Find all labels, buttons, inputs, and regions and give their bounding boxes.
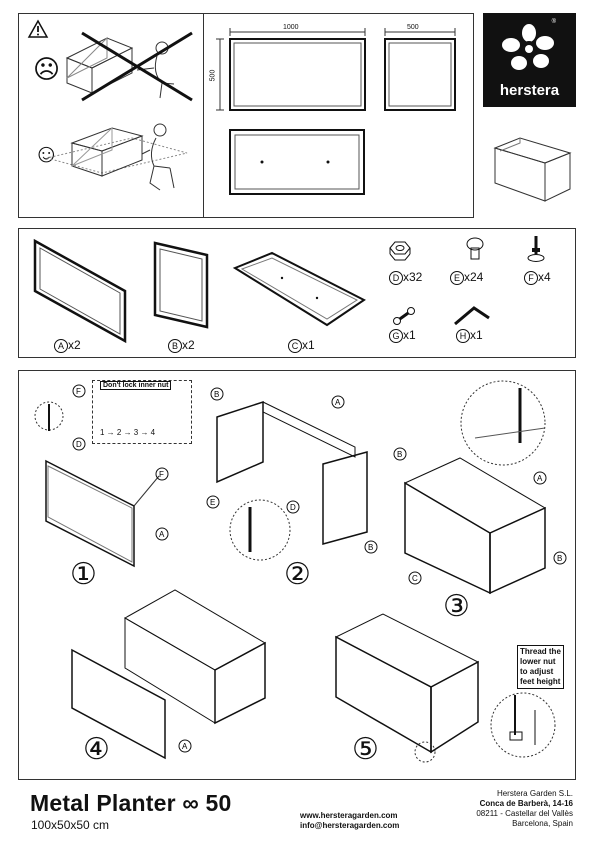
length-dimension: 1000	[283, 24, 299, 31]
happy-face-icon: ☺	[33, 138, 60, 168]
brand-name: herstera	[499, 82, 560, 99]
website-link[interactable]: www.hersteragarden.com	[300, 811, 398, 820]
steps-panel	[18, 370, 576, 780]
part-b-panel	[153, 241, 209, 329]
front-elevation-drawing	[216, 28, 366, 111]
thread-line-2: lower nut	[520, 657, 556, 666]
width-dimension: 500	[407, 24, 419, 31]
height-dimension: 500	[209, 69, 217, 82]
svg-text:B: B	[368, 543, 373, 552]
company-region: Barcelona, Spain	[512, 819, 573, 828]
parts-panel	[18, 228, 576, 358]
foot-height-note: Thread the lower nut to adjust feet heig…	[517, 645, 564, 689]
flower-logo-icon	[502, 24, 554, 70]
product-title: Metal Planter ∞ 50	[30, 790, 232, 816]
email-link[interactable]: info@hersteragarden.com	[300, 821, 400, 830]
thread-line-4: feet height	[520, 677, 561, 686]
nut-icon	[389, 241, 411, 261]
part-c-base	[232, 251, 366, 327]
step-5-illustration	[334, 613, 480, 763]
svg-text:B: B	[397, 450, 402, 459]
registered-mark: ®	[551, 19, 556, 25]
svg-text:F: F	[159, 470, 164, 479]
svg-text:A: A	[537, 474, 543, 483]
company-name: Herstera Garden S.L.	[496, 789, 573, 798]
step-3-number: ③	[443, 590, 470, 623]
svg-text:B: B	[557, 554, 562, 563]
thread-line-3: to adjust	[520, 667, 554, 676]
step-3-illustration: B A B C	[393, 380, 567, 595]
brand-logo: herstera ®	[483, 13, 576, 107]
side-elevation-drawing	[384, 28, 456, 111]
svg-text:A: A	[335, 398, 341, 407]
sad-face-icon: ☹	[33, 54, 61, 84]
top-panel	[18, 13, 474, 218]
step-2-illustration: B A E D B	[206, 387, 378, 561]
part-a-panel	[33, 238, 127, 344]
panel-divider	[203, 13, 204, 218]
svg-text:B: B	[214, 390, 219, 399]
lock-nut-note-box	[92, 380, 192, 444]
wrong-lifting-illustration	[65, 31, 193, 102]
step-2-number: ②	[284, 558, 311, 591]
svg-text:A: A	[182, 742, 188, 751]
svg-text:D: D	[76, 440, 82, 449]
svg-text:A: A	[159, 530, 165, 539]
product-preview-drawing	[493, 137, 572, 202]
hex-key-icon	[454, 306, 490, 326]
lock-nut-note: Don't lock inner nut	[100, 381, 172, 390]
step-1-number: ①	[70, 558, 97, 591]
foot-icon	[527, 236, 545, 262]
company-city: 08211 - Castellar del Vallès	[476, 809, 573, 818]
svg-text:D: D	[290, 503, 296, 512]
wrench-icon	[393, 307, 415, 325]
company-address: Herstera Garden S.L. Conca de Barberà, 1…	[476, 789, 573, 829]
step-4-illustration: A	[71, 589, 267, 760]
step-5-number: ⑤	[352, 733, 379, 766]
step-4-number: ④	[83, 733, 110, 766]
svg-text:F: F	[76, 387, 81, 396]
svg-text:E: E	[210, 498, 215, 507]
svg-text:C: C	[412, 574, 418, 583]
tighten-sequence: 1 → 2 → 3 → 4	[100, 428, 156, 437]
thread-line-1: Thread the	[520, 647, 561, 656]
correct-lifting-illustration	[46, 123, 188, 191]
bolt-icon	[466, 237, 484, 260]
company-street: Conca de Barberà, 14-16	[479, 799, 573, 808]
product-dimensions: 100x50x50 cm	[31, 818, 110, 832]
plan-view-drawing	[229, 129, 365, 195]
foot-detail-illustration	[490, 692, 556, 758]
contact-block: www.hersteragarden.com info@hersteragard…	[300, 811, 399, 831]
step-1-illustration: F D F A	[34, 384, 169, 568]
warning-icon	[27, 19, 49, 38]
